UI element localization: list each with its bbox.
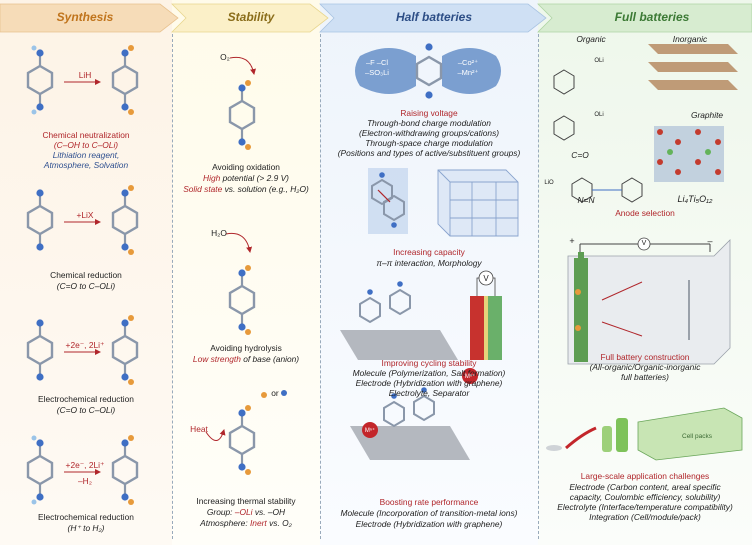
construction-line1: (All-organic/Organic-inorganic [589,362,701,372]
cycling-line2: Electrode (Hybridization with graphene) [355,378,503,388]
header-arrows [0,3,752,33]
half-battery-illustrations [340,43,519,460]
stability-molecules [205,56,287,475]
voltage-line1: Through-bond charge modulation [367,118,491,128]
oli-label-1: OLi [594,58,604,64]
negative-terminal: – [707,236,713,246]
oxidation-solid: Solid state [183,184,223,194]
step2-sub: (C=O to C–OLi) [56,281,116,291]
synthesis-molecules [26,45,139,505]
application-title: Large-scale application challenges [580,471,710,481]
reagent-h2-loss: –H₂ [78,476,92,486]
voltage-line3: Through-space charge modulation [365,138,493,148]
or-label: or [271,388,279,398]
substituent-right-2: –Mn²⁺ [457,68,479,77]
column-divider [538,34,539,539]
metal-ion-1: Mⁿ⁺ [364,428,376,434]
thermal-group: Group: [206,507,235,517]
full-battery-illustrations [546,44,743,461]
graphite-label: Graphite [690,110,724,120]
reagent-electrochem-2: +2e⁻, 2Li⁺ [65,460,105,470]
o2-label: O₂ [220,52,230,62]
thermal-oh: vs. –OH [252,507,286,517]
step1-sub: (C–OH to C–OLi) [53,140,119,150]
carbonyl-label: C=O [571,150,589,160]
anode-selection-title: Anode selection [615,208,675,218]
inorganic-label: Inorganic [672,34,708,44]
voltage-title: Raising voltage [400,108,458,118]
lio-label: LiO [544,180,554,186]
thermal-oli: –OLi [234,507,253,517]
oxidation-solution: vs. solution (e.g., H₂O) [222,184,309,194]
h2o-label: H₂O [211,228,227,238]
rate-line2: Electrode (Hybridization with graphene) [355,519,503,529]
reagent-lih: LiH [78,70,92,80]
application-line3: Electrolyte (Interface/temperature compa… [557,502,733,512]
positive-terminal: + [569,236,575,246]
heat-label: Heat [190,424,208,434]
metal-ion-2: Mⁿ⁺ [464,374,476,380]
step3-sub: (C=O to C–OLi) [56,405,116,415]
capacity-line1: π–π interaction, Morphology [376,258,482,268]
column-divider [320,34,321,539]
hydrolysis-title: Avoiding hydrolysis [210,343,282,353]
synthesis-column [0,0,172,545]
hydrolysis-base: of base (anion) [240,354,300,364]
thermal-line1: Group: –OLi vs. –OH [172,507,320,517]
oxidation-line1: High potential (> 2.9 V) [172,173,320,183]
hydrolysis-low: Low strength [192,354,241,364]
oxidation-line2: Solid state vs. solution (e.g., H₂O) [172,184,320,194]
stability-column [172,0,320,545]
reagent-lix: +LiX [76,210,94,220]
oxidation-potential: potential (> 2.9 V) [220,173,289,183]
header-stability: Stability [227,10,275,24]
step1-factors2: Atmosphere, Solvation [43,160,129,170]
cell-packs-label: Cell packs [682,433,712,440]
azo-label: N=N [577,195,595,205]
oxidation-high: High [203,173,221,183]
thermal-title: Increasing thermal stability [196,496,296,506]
organic-label: Organic [576,34,606,44]
step1-title: Chemical neutralization [42,130,130,140]
cycling-v-label: V [483,274,489,283]
oli-label-2: OLi [594,112,604,118]
full-v-label: V [641,240,647,247]
construction-title: Full battery construction [600,352,690,362]
step3-title: Electrochemical reduction [38,394,134,404]
hydrolysis-line: Low strength of base (anion) [172,354,320,364]
step4-sub: (H⁺ to H₂) [67,523,105,533]
application-line2: capacity, Coulombic efficiency, solubili… [569,492,721,502]
cycling-line3: Electrolyte, Separator [388,388,470,398]
step4-title: Electrochemical reduction [38,512,134,522]
column-divider [172,34,173,539]
step2-title: Chemical reduction [50,270,122,280]
header-full-batteries: Full batteries [614,10,690,24]
capacity-title: Increasing capacity [393,247,465,257]
step1-factors: Lithiation reagent, [52,150,120,160]
construction-line2: full batteries) [621,372,669,382]
oxidation-title: Avoiding oxidation [212,162,280,172]
thermal-line2: Atmosphere: Inert vs. O₂ [172,518,320,528]
voltage-line2: (Electron-withdrawing groups/cations) [358,128,500,138]
substituent-right-1: –Co²⁺ [457,58,479,67]
header-half-batteries: Half batteries [395,10,473,24]
application-line1: Electrode (Carbon content, areal specifi… [569,482,721,492]
cycling-line1: Molecule (Polymerization, Salt formation… [352,368,506,378]
thermal-atmosphere: Atmosphere: [200,518,250,528]
voltage-line4: (Positions and types of active/substitue… [337,148,521,158]
lto-label: Li₄Ti₅O₁₂ [677,194,713,204]
reagent-electrochem-1: +2e⁻, 2Li⁺ [65,340,105,350]
rate-line1: Molecule (Incorporation of transition-me… [340,508,518,518]
substituent-left-1: –F –Cl [365,58,389,67]
header-synthesis: Synthesis [56,10,114,24]
rate-title: Boosting rate performance [379,497,479,507]
substituent-left-2: –SO₃Li [365,68,389,77]
thermal-inert: Inert [249,518,267,528]
application-line4: Integration (Cell/module/pack) [589,512,701,522]
cycling-title: Improving cycling stability [381,358,477,368]
thermal-o2: vs. O₂ [266,518,292,528]
